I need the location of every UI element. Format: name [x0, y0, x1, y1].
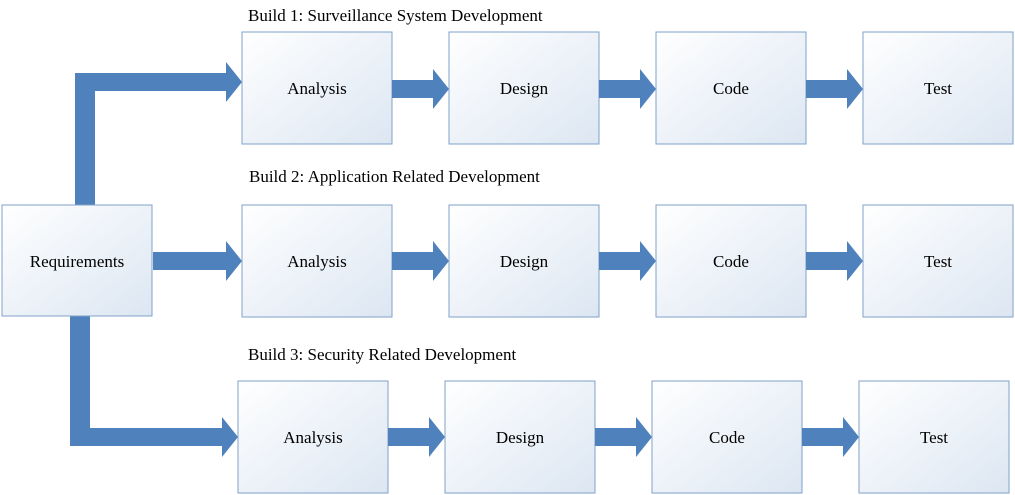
build-3-stage-code: Code: [651, 380, 803, 494]
connector-arrow-build-1: [75, 62, 242, 206]
stage-label: Code: [713, 79, 749, 98]
build-2-stage-test: Test: [862, 204, 1014, 318]
flow-arrow: [388, 417, 445, 457]
build-2-title: Build 2: Application Related Development: [249, 167, 540, 186]
build-1-title: Build 1: Surveillance System Development: [248, 6, 543, 25]
connector-arrow-build-3: [70, 316, 238, 457]
build-1-stage-design: Design: [448, 31, 600, 145]
stage-label: Design: [500, 79, 549, 98]
build-1-stage-code: Code: [655, 31, 807, 145]
flow-arrow: [599, 69, 656, 109]
flow-arrow: [599, 241, 656, 281]
build-3-row: Analysis Design Code Test: [237, 380, 1010, 494]
stage-label: Analysis: [287, 252, 347, 271]
requirements-label: Requirements: [30, 252, 124, 271]
build-3-stage-test: Test: [858, 380, 1010, 494]
requirements-box: Requirements: [1, 204, 153, 317]
build-3-stage-design: Design: [444, 380, 596, 494]
flow-arrow: [392, 241, 449, 281]
build-1-row: Analysis Design Code Test: [241, 31, 1014, 145]
stage-label: Test: [920, 428, 948, 447]
build-2-row: Analysis Design Code Test: [241, 204, 1014, 318]
flow-arrow: [392, 69, 449, 109]
stage-label: Analysis: [283, 428, 343, 447]
flow-arrow: [806, 241, 863, 281]
build-1-stage-test: Test: [862, 31, 1014, 145]
stage-label: Code: [709, 428, 745, 447]
stage-label: Analysis: [287, 79, 347, 98]
build-2-stage-design: Design: [448, 204, 600, 318]
flow-arrow: [595, 417, 652, 457]
build-2-stage-code: Code: [655, 204, 807, 318]
build-1-stage-analysis: Analysis: [241, 31, 393, 145]
stage-label: Test: [924, 252, 952, 271]
stage-label: Test: [924, 79, 952, 98]
stage-label: Design: [496, 428, 545, 447]
stage-label: Design: [500, 252, 549, 271]
stage-label: Code: [713, 252, 749, 271]
flow-arrow: [802, 417, 859, 457]
flow-arrow: [806, 69, 863, 109]
build-2-stage-analysis: Analysis: [241, 204, 393, 318]
connector-arrow-build-2: [153, 241, 242, 281]
build-3-stage-analysis: Analysis: [237, 380, 389, 494]
build-3-title: Build 3: Security Related Development: [248, 345, 516, 364]
